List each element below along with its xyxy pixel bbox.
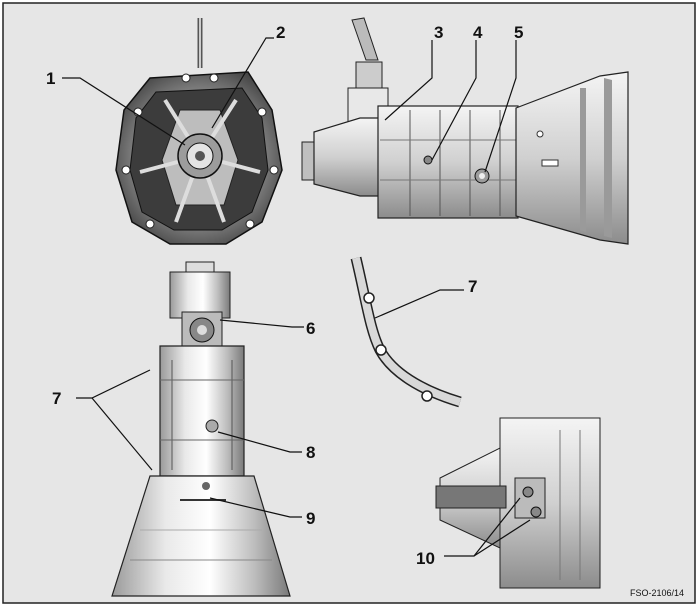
callout-2: 2 [276,23,285,42]
callout-8: 8 [306,443,315,462]
callout-7-top-view: 7 [52,389,61,408]
callout-10: 10 [416,549,435,568]
gearbox-side-view [301,17,629,245]
bell-housing-front-view [115,18,283,245]
callout-9: 9 [306,509,315,528]
figure-code: FSO-2106/14 [630,588,684,598]
callout-1: 1 [46,69,55,88]
callout-6: 6 [306,319,315,338]
callout-4: 4 [473,23,483,42]
callout-7-gasket: 7 [468,277,477,296]
callout-3: 3 [434,23,443,42]
gasket-part-view [350,256,462,408]
callout-5: 5 [514,23,523,42]
leader-lines [62,37,531,557]
